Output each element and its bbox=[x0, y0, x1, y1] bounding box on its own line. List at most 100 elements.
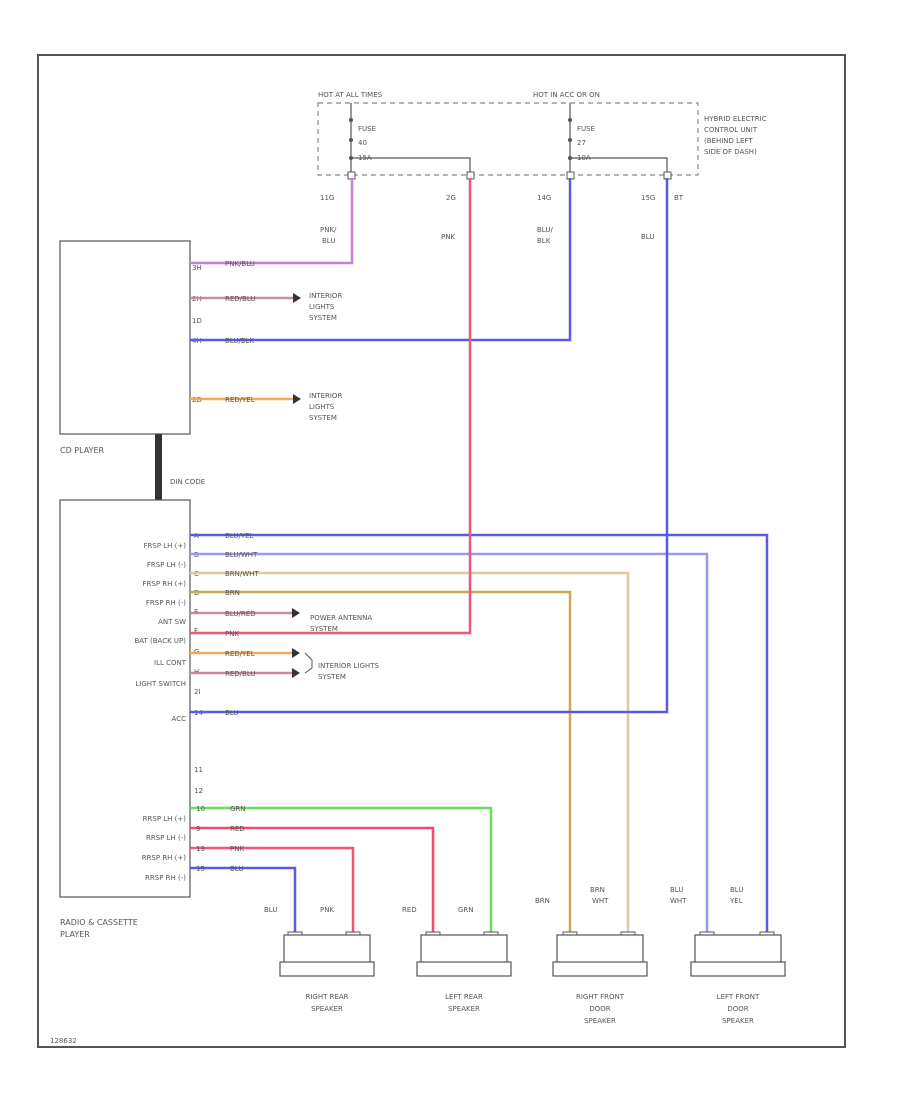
rr-name-1: RIGHT REAR bbox=[305, 993, 348, 1001]
hcu-desc-line3: (BEHIND LEFT bbox=[704, 137, 753, 145]
radio-wire-blu-red: BLU/RED bbox=[225, 610, 256, 618]
din-code-label: DIN CODE bbox=[170, 478, 205, 486]
radio-pin-f: F bbox=[194, 627, 198, 635]
speaker-left-rear: RED GRN LEFT REAR SPEAKER bbox=[402, 906, 512, 1013]
diagram-id: 128632 bbox=[50, 1037, 77, 1045]
arrow-interior-lights-4 bbox=[292, 668, 300, 678]
lf-name-1: LEFT FRONT bbox=[717, 993, 760, 1001]
pin-label-11g: 11G bbox=[320, 194, 334, 202]
radio-wire-blu-yel: BLU/YEL bbox=[225, 532, 254, 540]
wire-grn bbox=[190, 806, 493, 932]
cd-wire-red-blu: RED/BLU bbox=[225, 295, 256, 303]
fuse-40-line2: 40 bbox=[358, 139, 367, 147]
wire-blu-yel bbox=[190, 533, 769, 932]
pin-14g bbox=[566, 171, 575, 180]
pin-11g bbox=[347, 171, 356, 180]
cd-dest2-line1: INTERIOR bbox=[309, 392, 342, 400]
rf-wire-wht: WHT bbox=[592, 897, 609, 905]
wire-label-blu: BLU bbox=[641, 233, 654, 241]
rf-name-3: SPEAKER bbox=[584, 1017, 616, 1025]
lf-name-3: SPEAKER bbox=[722, 1017, 754, 1025]
pin-label-2g: 2G bbox=[446, 194, 456, 202]
cd-wire-red-yel: RED/YEL bbox=[225, 396, 255, 404]
cd-pin-3h: 3H bbox=[192, 264, 202, 272]
radio-term-frsp-lh-pos: FRSP LH (+) bbox=[144, 542, 187, 550]
radio-rear-wire-blu: BLU bbox=[230, 865, 243, 873]
radio-wire-blu-wht: BLU/WHT bbox=[225, 551, 258, 559]
cd-dest2-line2: LIGHTS bbox=[309, 403, 335, 411]
lr-wire-red: RED bbox=[402, 906, 417, 914]
speaker-right-front-door: BRN BRN WHT RIGHT FRONT DOOR SPEAKER bbox=[535, 886, 648, 1025]
wire-label-pnk-blu-2: BLU bbox=[322, 237, 335, 245]
rr-wire-blu: BLU bbox=[264, 906, 277, 914]
arrow-interior-lights-3 bbox=[292, 648, 300, 658]
radio-pin-11: 11 bbox=[194, 766, 203, 774]
radio-term-rrsp-rh-pos: RRSP RH (+) bbox=[142, 854, 187, 862]
radio-pin-2i: 2I bbox=[194, 688, 201, 696]
rf-wire-brn: BRN bbox=[535, 897, 550, 905]
radio-pin-12: 12 bbox=[194, 787, 203, 795]
speaker-right-rear: BLU PNK RIGHT REAR SPEAKER bbox=[264, 906, 375, 1013]
speaker-left-front-door: BLU WHT BLU YEL LEFT FRONT DOOR SPEAKER bbox=[670, 886, 786, 1025]
wire-label-blu-blk-1: BLU/ bbox=[537, 226, 553, 234]
radio-rear-wire-red: RED bbox=[230, 825, 245, 833]
lf-wire-blu-2: BLU bbox=[730, 886, 743, 894]
radio-cassette-player: RADIO & CASSETTE PLAYER FRSP LH (+) FRSP… bbox=[59, 499, 191, 939]
radio-dest-antenna-2: SYSTEM bbox=[310, 625, 338, 633]
lr-name-1: LEFT REAR bbox=[445, 993, 483, 1001]
radio-term-rrsp-rh-neg: RRSP RH (-) bbox=[145, 874, 186, 882]
radio-term-bat: BAT (BACK UP) bbox=[134, 637, 186, 645]
radio-term-frsp-rh-pos: FRSP RH (+) bbox=[143, 580, 187, 588]
din-code-link bbox=[155, 434, 162, 500]
radio-wire-red-blu: RED/BLU bbox=[225, 670, 256, 678]
cd-player: CD PLAYER 3H 2H 1D 4H 2D bbox=[59, 240, 202, 455]
radio-rear-pin-10: 10 bbox=[196, 805, 205, 813]
radio-dest-lights-1: INTERIOR LIGHTS bbox=[318, 662, 379, 670]
radio-rear-pin-15: 15 bbox=[196, 865, 205, 873]
fuse-27: FUSE 27 10A bbox=[568, 103, 668, 172]
wire-pnk bbox=[190, 178, 472, 635]
fuse-27-line2: 27 bbox=[577, 139, 586, 147]
wire-label-blu-blk-2: BLK bbox=[537, 237, 551, 245]
pin-label-15g: 15G bbox=[641, 194, 655, 202]
fuse-40: FUSE 40 15A bbox=[349, 103, 471, 172]
radio-term-rrsp-lh-neg: RRSP LH (-) bbox=[146, 834, 186, 842]
arrow-interior-lights-1 bbox=[293, 293, 301, 303]
radio-wire-blu: BLU bbox=[225, 709, 238, 717]
lf-wire-wht: WHT bbox=[670, 897, 687, 905]
wire-blu-wht bbox=[190, 552, 709, 932]
radio-term-acc: ACC bbox=[172, 715, 187, 723]
cd-dest1-line3: SYSTEM bbox=[309, 314, 337, 322]
radio-wire-pnk: PNK bbox=[225, 630, 239, 638]
wire-blu-blk bbox=[190, 178, 572, 342]
rf-name-2: DOOR bbox=[589, 1005, 610, 1013]
radio-dest-antenna-1: POWER ANTENNA bbox=[310, 614, 372, 622]
hot-in-acc-label: HOT IN ACC OR ON bbox=[533, 91, 600, 99]
radio-wire-red-yel: RED/YEL bbox=[225, 650, 255, 658]
radio-rear-pin-9: 9 bbox=[196, 825, 200, 833]
wire-label-pnk-blu-1: PNK/ bbox=[320, 226, 337, 234]
lr-wire-grn: GRN bbox=[458, 906, 474, 914]
hcu-desc-line4: SIDE OF DASH) bbox=[704, 148, 757, 156]
wire-blu-rear bbox=[190, 866, 297, 932]
hot-at-all-times-label: HOT AT ALL TIMES bbox=[318, 91, 383, 99]
hcu-desc-line1: HYBRID ELECTRIC bbox=[704, 115, 767, 123]
diagram-frame bbox=[37, 54, 846, 1048]
radio-term-frsp-rh-neg: FRSP RH (-) bbox=[146, 599, 186, 607]
hybrid-control-unit: HOT AT ALL TIMES HOT IN ACC OR ON HYBRID… bbox=[317, 91, 767, 202]
radio-term-light-switch: LIGHT SWITCH bbox=[135, 680, 186, 688]
radio-term-frsp-lh-neg: FRSP LH (-) bbox=[147, 561, 186, 569]
rr-name-2: SPEAKER bbox=[311, 1005, 343, 1013]
radio-dest-lights-2: SYSTEM bbox=[318, 673, 346, 681]
radio-term-ill-cont: ILL CONT bbox=[154, 659, 187, 667]
arrow-power-antenna bbox=[292, 608, 300, 618]
lr-name-2: SPEAKER bbox=[448, 1005, 480, 1013]
pin-label-bt: BT bbox=[674, 194, 684, 202]
wire-pnk-blu bbox=[190, 178, 354, 265]
cd-wire-blu-blk: BLU/BLK bbox=[225, 337, 255, 345]
radio-rear-wire-pnk: PNK bbox=[230, 845, 244, 853]
radio-label-line2: PLAYER bbox=[60, 930, 90, 939]
cd-dest1-line1: INTERIOR bbox=[309, 292, 342, 300]
radio-term-rrsp-lh-pos: RRSP LH (+) bbox=[143, 815, 187, 823]
